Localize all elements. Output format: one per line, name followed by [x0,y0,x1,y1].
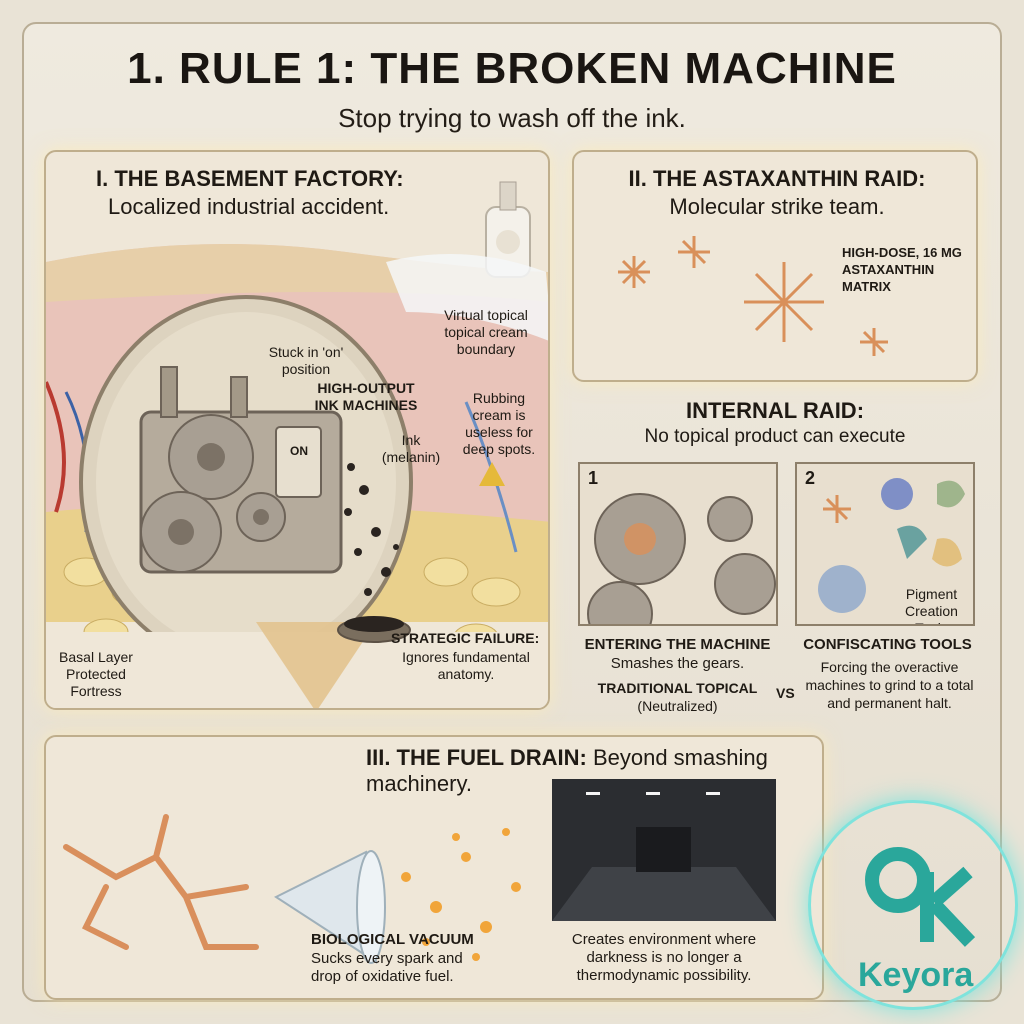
panel3-heading-rest: Beyond smashing machinery. [366,745,768,796]
panel-basement-factory: I. THE BASEMENT FACTORY: Localized indus… [44,150,550,710]
fuel-drain-illustration [63,779,776,964]
environment-text: Creates environment where darkness is no… [571,931,757,984]
panel1-heading: I. THE BASEMENT FACTORY: [96,166,404,191]
panel1-subheading: Localized industrial accident. [108,194,390,219]
panel-astaxanthin-raid: II. THE ASTAXANTHIN RAID: Molecular stri… [572,150,978,382]
panel-fuel-drain: III. THE FUEL DRAIN: Beyond smashing mac… [44,735,824,1000]
label-basal-layer: Basal Layer Protected Fortress [59,649,133,699]
panel2-subheading: Molecular strike team. [669,194,885,219]
page-subtitle: Stop trying to wash off the ink. [338,103,686,133]
pigment-tools-illustration [818,478,965,613]
internal-raid-heading: INTERNAL RAID: [685,398,865,423]
warning-icon [479,462,505,486]
brand-glow-ring [808,800,1018,1010]
step1-text: Smashes the gears. [610,655,745,672]
label-astaxanthin-matrix: HIGH-DOSE, 16 MG ASTAXANTHIN MATRIX [842,245,962,294]
step2-card: 2 Pigment Creation Tools [795,462,975,626]
vacuum-text: Sucks every spark and drop of oxidative … [311,950,463,985]
step2-number: 2 [805,468,816,488]
step1-title: ENTERING THE MACHINE [584,636,771,653]
panel3-heading-bold: III. THE FUEL DRAIN: [366,745,587,770]
label-virtual-cream-boundary: Virtual topical topical cream boundary [444,307,528,357]
label-ink-melanin: Ink (melanin) [381,432,441,465]
label-strategic-failure-text: Ignores fundamental anatomy. [402,649,530,682]
neutralized-label: (Neutralized) [637,698,718,714]
page-title: 1. RULE 1: THE BROKEN MACHINE [127,44,897,93]
internal-raid-subheading: No topical product can execute [644,426,906,447]
vacuum-title: BIOLOGICAL VACUUM [311,931,474,948]
label-ink-machines: HIGH-OUTPUT INK MACHINES [314,380,418,413]
step1-card: 1 [578,462,778,626]
vs-label: VS [776,685,795,701]
brand-name: Keyora [858,956,974,994]
label-rubbing-cream: Rubbing cream is useless for deep spots. [462,390,536,457]
label-stuck-on: Stuck in 'on' position [268,344,344,377]
skin-cross-section-illustration [46,181,548,708]
step2-text: Forcing the overactive machines to grind… [805,659,974,711]
step2-title: CONFISCATING TOOLS [803,636,972,653]
keyora-logo-icon [865,847,976,947]
machine-on-switch: ON [290,444,308,458]
astaxanthin-molecules-illustration [618,236,888,356]
label-strategic-failure-title: STRATEGIC FAILURE: [391,630,540,646]
panel2-heading: II. THE ASTAXANTHIN RAID: [628,166,926,191]
panel3-heading: III. THE FUEL DRAIN: Beyond smashing mac… [366,745,822,797]
step1-number: 1 [588,468,599,488]
traditional-topical-label: TRADITIONAL TOPICAL [597,680,758,696]
label-pigment-tools: Pigment Creation Tools [905,586,958,624]
smashed-gears-illustration [587,493,776,624]
